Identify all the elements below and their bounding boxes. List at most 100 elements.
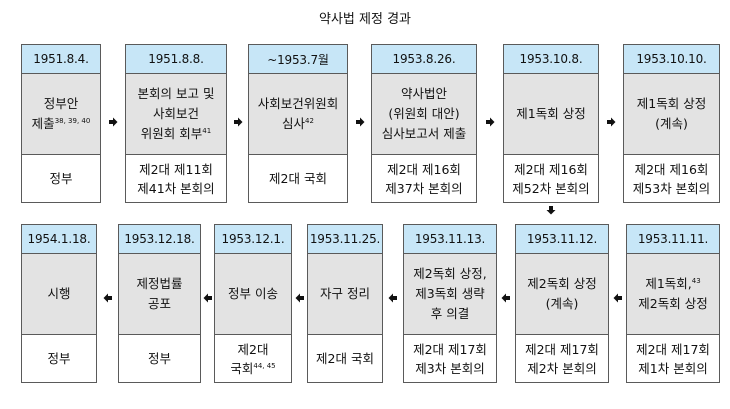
description-text: (계속) — [655, 116, 688, 131]
footnote-ref: 43 — [691, 276, 701, 285]
body-text: 제37차 본회의 — [385, 180, 463, 196]
body-line: 제52차 본회의 — [512, 179, 589, 198]
arrow-left-icon — [387, 292, 399, 304]
description-line: (계속) — [546, 294, 579, 314]
description-text: 제1독회 상정 — [516, 106, 586, 121]
description-text: 제정법률 — [136, 276, 183, 291]
description-text: 후 의결 — [430, 306, 470, 321]
description-line: 시행 — [47, 284, 70, 304]
body-line: 제2대 제17회 — [636, 340, 710, 359]
body-line: 제2대 국회 — [316, 349, 374, 368]
step-description: 제1독회 상정 — [504, 74, 598, 155]
body-line: 제41차 본회의 — [137, 179, 214, 198]
body-line: 국회44, 45 — [230, 359, 275, 378]
step-date: ~1953.7월 — [249, 45, 347, 74]
step-description: 약사법안(위원회 대안) 심사보고서 제출 — [372, 74, 476, 155]
step-body: 정부 — [119, 335, 200, 382]
step-date: 1953.11.13. — [404, 225, 496, 254]
description-text: 제2독회 상정 — [527, 276, 597, 291]
step-date: 1953.8.26. — [372, 45, 476, 74]
description-line: 제2독회 상정 — [638, 294, 707, 314]
description-line: 심사보고서 제출 — [382, 124, 466, 144]
description-line: 자구 정리 — [320, 284, 370, 304]
body-line: 제1차 본회의 — [638, 359, 707, 378]
body-line: 제2대 제16회 — [387, 160, 461, 179]
body-text: 국회 — [230, 360, 254, 376]
body-text: 제2대 제16회 — [514, 161, 588, 177]
description-line: (계속) — [655, 114, 688, 134]
description-line: 제출38, 39, 40 — [32, 114, 91, 134]
body-text: 제2대 — [237, 341, 269, 357]
description-line: 제2독회 상정, — [413, 264, 486, 284]
description-line: 심사42 — [282, 114, 314, 134]
body-text: 제2대 제17회 — [636, 341, 710, 357]
arrow-right-icon — [107, 116, 119, 128]
body-line: 제2차 본회의 — [527, 359, 596, 378]
body-line: 제2대 제17회 — [413, 340, 487, 359]
footnote-ref: 42 — [305, 116, 314, 125]
description-text: 제1독회 상정 — [636, 96, 707, 111]
arrow-right-icon — [354, 116, 366, 128]
description-line: 사회보건 — [153, 104, 199, 124]
description-text: 제2독회 상정 — [638, 296, 708, 311]
body-text: 제2대 국회 — [269, 171, 327, 186]
description-text: 정부 이송 — [228, 286, 278, 301]
body-text: 제52차 본회의 — [512, 180, 590, 196]
description-text: 정부안 — [43, 96, 79, 111]
description-text: 공포 — [147, 296, 171, 311]
description-line: 약사법안 — [401, 84, 447, 104]
arrow-right-icon — [484, 116, 496, 128]
description-text: 제2독회 상정, — [413, 266, 487, 281]
step-date: 1953.11.25. — [308, 225, 382, 254]
description-line: 제2독회 상정 — [527, 274, 596, 294]
body-line: 정부 — [148, 349, 171, 368]
step-date: 1953.11.11. — [627, 225, 719, 254]
description-line: 제정법률 — [136, 274, 182, 294]
step-date: 1953.12.1. — [215, 225, 291, 254]
description-text: 제출 — [31, 116, 55, 131]
step-date: 1951.8.8. — [126, 45, 226, 74]
description-line: 공포 — [148, 294, 171, 314]
arrow-left-icon — [202, 292, 214, 304]
step-date: 1951.8.4. — [22, 45, 100, 74]
description-text: 시행 — [47, 286, 71, 301]
description-text: 위원회 회부 — [140, 126, 203, 141]
body-text: 제41차 본회의 — [137, 180, 215, 196]
step-date: 1953.10.8. — [504, 45, 598, 74]
body-text: 정부 — [49, 171, 73, 186]
description-text: 제3독회 생략 — [415, 286, 485, 301]
description-text: 심사 — [282, 116, 306, 131]
body-line: 제53차 본회의 — [633, 179, 710, 198]
description-text: 심사보고서 제출 — [381, 126, 467, 141]
step-body: 정부 — [22, 155, 100, 202]
body-text: 제2대 국회 — [316, 351, 374, 366]
body-line: 제2대 제17회 — [525, 340, 599, 359]
description-line: (위원회 대안) — [388, 104, 459, 124]
step-body: 제2대 국회 — [249, 155, 347, 202]
footnote-ref: 44, 45 — [253, 361, 276, 370]
description-text: 제1독회, — [645, 276, 692, 291]
body-text: 제2대 제17회 — [525, 341, 599, 357]
description-line: 제3독회 생략 — [415, 284, 484, 304]
step-description: 제1독회 상정 (계속) — [624, 74, 719, 155]
step-description: 시행 — [22, 254, 96, 335]
